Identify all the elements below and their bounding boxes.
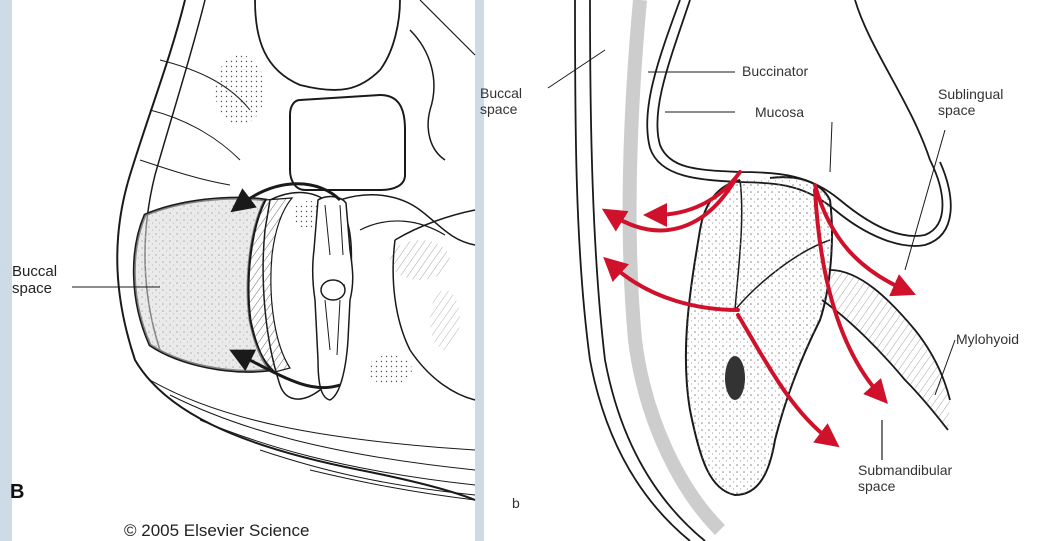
tooth-drawing (313, 197, 353, 400)
copyright-text: © 2005 Elsevier Science (124, 521, 309, 541)
mylohyoid-hatch (822, 270, 950, 430)
root-apex-lesion (725, 356, 745, 400)
mandible-stipple (686, 177, 832, 495)
label-submandibular-space: Submandibular space (858, 462, 952, 494)
label-mucosa: Mucosa (755, 104, 804, 120)
label-buccal-space-right: Buccal space (480, 85, 522, 117)
label-mylohyoid: Mylohyoid (956, 331, 1019, 347)
panel-letter-b-lower: b (512, 495, 520, 511)
label-sublingual-space: Sublingual space (938, 86, 1003, 118)
label-buccal-space-left: Buccal space (12, 263, 57, 298)
label-buccinator: Buccinator (742, 63, 808, 79)
panel-letter-b-upper: B (10, 481, 24, 504)
